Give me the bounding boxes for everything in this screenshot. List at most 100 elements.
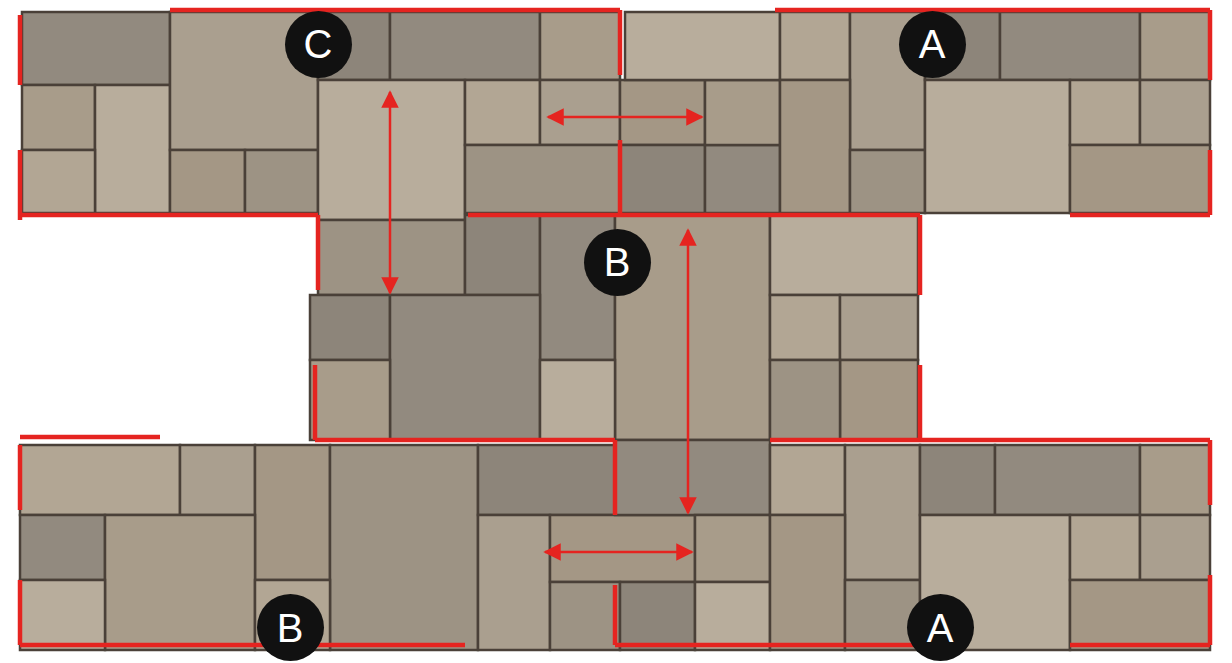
tile [620,582,695,650]
tile [920,445,995,515]
red-outline [18,580,23,645]
tile [770,215,918,295]
tile [22,85,95,150]
tile [920,515,1070,650]
label-letter: B [604,242,631,282]
red-outline [468,213,920,218]
tile [770,295,840,360]
tile [390,295,540,440]
tile [615,440,770,515]
tile [1140,445,1210,515]
tile [770,515,845,650]
label-circle: C [285,11,352,78]
red-outline-group [20,10,1210,645]
dimension-arrow-group [390,92,702,552]
red-outline [615,643,915,648]
red-outline [1208,150,1213,215]
red-outline [775,8,1210,13]
tile [255,445,330,580]
red-outline [18,445,23,510]
tile [770,360,840,440]
red-outline [618,10,623,75]
tile [840,360,918,440]
tile [770,445,845,515]
label-letter: A [927,608,954,648]
label-circle: B [584,229,651,296]
tile [20,515,105,580]
dimension-arrow [548,116,702,119]
tile [22,12,170,85]
red-outline [20,643,465,648]
tile [695,515,770,582]
tile [478,445,615,515]
label-letter: C [304,24,333,64]
tile [780,80,850,213]
tile [1070,80,1140,145]
tile [540,360,615,440]
tile [995,445,1140,515]
red-outline [1208,440,1213,505]
dimension-arrow [389,92,392,293]
label-letter: A [919,24,946,64]
red-outline [1208,10,1213,80]
red-outline [1208,575,1213,645]
tile [620,80,705,145]
red-outline [613,585,618,645]
red-outline [20,435,160,440]
tile [705,80,780,145]
red-outline [770,438,1210,443]
tile [95,85,170,213]
tile [540,12,620,80]
dimension-arrow [687,230,690,513]
tile [550,582,620,650]
tile [620,145,705,213]
tile [1070,515,1140,580]
label-circle: B [257,594,324,661]
tile [780,12,850,80]
tile [20,580,105,650]
tile [1140,515,1210,580]
red-outline [313,365,318,440]
tile [318,80,465,220]
tile [550,515,695,582]
tile [105,515,255,650]
tile [625,12,780,80]
label-circle: A [899,11,966,78]
tile [1070,580,1210,650]
tile [925,80,1070,213]
red-outline [618,140,623,215]
tile [170,150,245,213]
tile [245,150,318,213]
tile [695,582,770,650]
tile [318,220,465,295]
tile [180,445,255,515]
dimension-arrow [545,551,692,554]
red-outline [1070,643,1210,648]
tile [1140,80,1210,145]
red-outline [918,215,923,295]
tile [22,150,95,213]
tile [310,360,390,440]
tile [850,150,925,213]
red-outline [316,215,321,290]
tile [390,12,540,80]
tile [1140,12,1210,80]
tile [465,215,540,295]
red-outline [18,15,23,85]
tile [1000,12,1140,80]
tile [1070,145,1210,213]
red-outline [613,440,618,515]
label-circle: A [907,594,974,661]
tile [330,445,478,650]
tile [845,445,920,580]
tile [840,295,918,360]
tile [478,515,550,650]
label-letter: B [277,608,304,648]
red-outline [918,365,923,440]
red-outline [315,438,615,443]
tile [705,145,780,213]
tile [20,445,180,515]
red-outline [20,213,318,218]
